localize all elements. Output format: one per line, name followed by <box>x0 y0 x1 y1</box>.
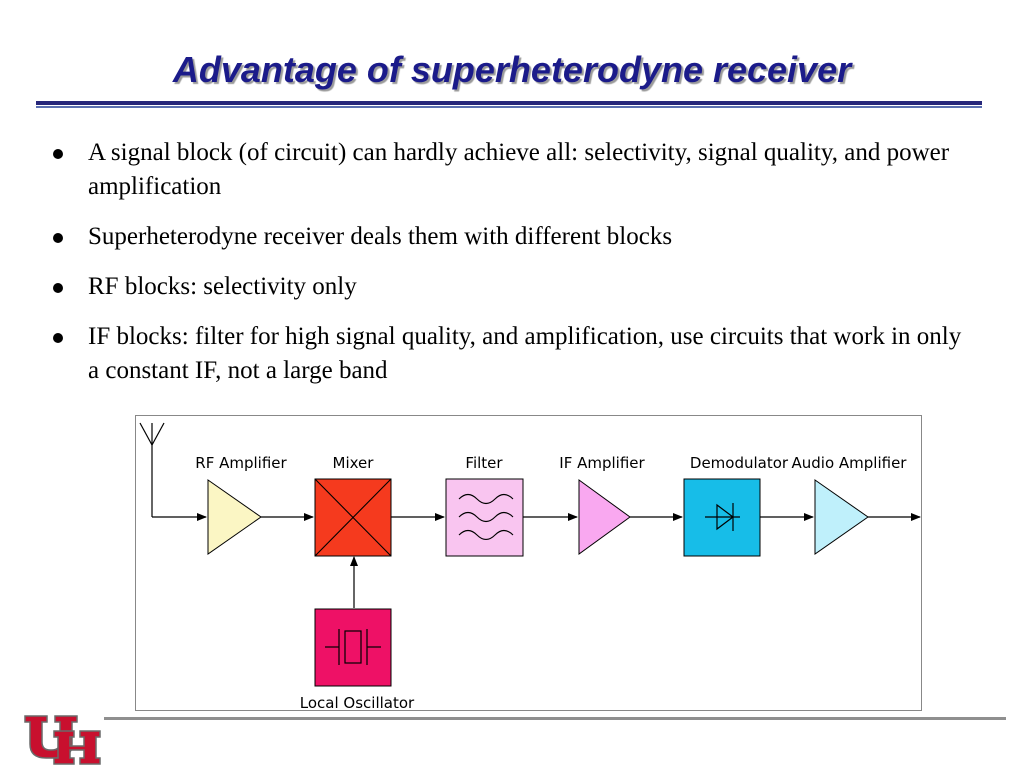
rf-amplifier-label: RF Amplifier <box>195 454 287 472</box>
superheterodyne-block-diagram: RF Amplifier Mixer Filter IF Amplifier <box>135 415 922 711</box>
filter-label: Filter <box>465 454 503 472</box>
local-oscillator-label: Local Oscillator <box>300 694 415 711</box>
mixer-block: Mixer <box>314 454 392 557</box>
if-amplifier-label: IF Amplifier <box>559 454 645 472</box>
university-logo-icon <box>24 715 101 765</box>
if-amplifier-triangle-icon <box>578 479 631 555</box>
audio-amplifier-triangle-icon <box>814 479 869 555</box>
filter-wave-icon <box>458 493 514 541</box>
bullet-text: RF blocks: selectivity only <box>88 273 357 300</box>
rf-amplifier-triangle-icon <box>207 479 262 555</box>
bullet-text: IF blocks: filter for high signal qualit… <box>88 323 962 384</box>
slide-title: Advantage of superheterodyne receiver <box>172 49 852 90</box>
bullet-item: RF blocks: selectivity only <box>44 270 974 304</box>
demodulator-block: Demodulator <box>683 454 789 557</box>
antenna-icon <box>139 422 165 517</box>
crystal-icon <box>325 629 381 665</box>
title-divider <box>36 101 982 109</box>
bullet-text: Superheterodyne receiver deals them with… <box>88 223 673 250</box>
bullet-dot-icon <box>53 283 63 293</box>
bullet-list: A signal block (of circuit) can hardly a… <box>44 136 974 404</box>
bullet-text: A signal block (of circuit) can hardly a… <box>88 139 950 200</box>
bullet-item: Superheterodyne receiver deals them with… <box>44 220 974 254</box>
local-oscillator-block: Local Oscillator <box>300 608 415 711</box>
if-amplifier-block: IF Amplifier <box>559 454 646 555</box>
audio-amplifier-block: Audio Amplifier <box>792 454 908 555</box>
demodulator-label: Demodulator <box>690 454 789 472</box>
bullet-dot-icon <box>53 333 63 343</box>
bullet-item: A signal block (of circuit) can hardly a… <box>44 136 974 204</box>
mixer-label: Mixer <box>333 454 375 472</box>
bullet-dot-icon <box>53 233 63 243</box>
audio-amplifier-label: Audio Amplifier <box>792 454 908 472</box>
rf-amplifier-block: RF Amplifier <box>195 454 288 555</box>
bullet-item: IF blocks: filter for high signal qualit… <box>44 320 974 388</box>
diode-icon <box>705 503 740 531</box>
mixer-cross-icon <box>314 478 392 557</box>
bullet-dot-icon <box>53 149 63 159</box>
filter-block: Filter <box>445 454 524 557</box>
footer-divider <box>104 717 1006 720</box>
